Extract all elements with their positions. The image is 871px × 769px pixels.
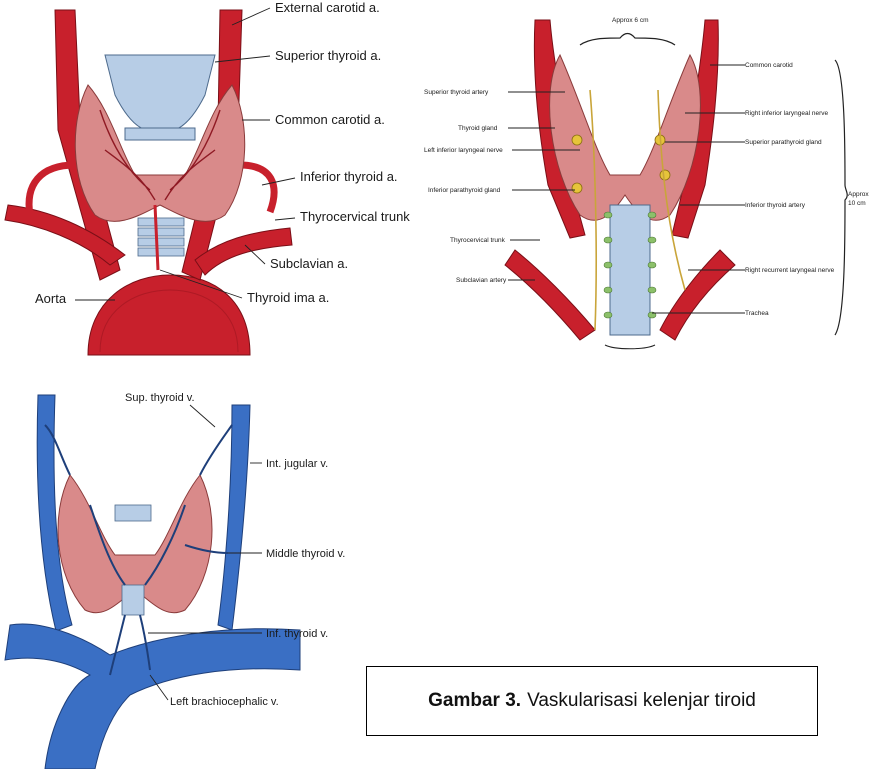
label-trachea: Trachea: [745, 310, 769, 317]
label-thyroid-gland: Thyroid gland: [458, 125, 498, 132]
label-middle-thyroid-v: Middle thyroid v.: [266, 548, 345, 560]
arterial-supply-illustration: External carotid a. Superior thyroid a. …: [0, 0, 420, 365]
label-subclavian-artery: Subclavian artery: [456, 277, 507, 284]
label-approx: Approx: [848, 191, 869, 198]
label-subclavian: Subclavian a.: [270, 256, 348, 271]
label-sup-thyroid-v: Sup. thyroid v.: [125, 392, 195, 404]
label-inferior-thyroid-artery: Inferior thyroid artery: [745, 202, 806, 209]
label-thyrocervical-trunk-posterior: Thyrocervical trunk: [450, 237, 506, 244]
thyroid-cartilage-shape: [105, 55, 215, 131]
label-thyrocervical-trunk: Thyrocervical trunk: [300, 209, 410, 224]
label-inferior-thyroid: Inferior thyroid a.: [300, 169, 398, 184]
label-superior-thyroid-artery: Superior thyroid artery: [424, 89, 489, 96]
figure-caption: Gambar 3. Vaskularisasi kelenjar tiroid: [366, 666, 818, 736]
venous-drainage-diagram: Sup. thyroid v. Int. jugular v. Middle t…: [0, 385, 420, 769]
arterial-supply-diagram: External carotid a. Superior thyroid a. …: [0, 0, 420, 365]
label-approx-6cm: Approx 6 cm: [612, 17, 649, 24]
caption-figure-number: Gambar 3.: [428, 690, 521, 712]
venous-drainage-illustration: Sup. thyroid v. Int. jugular v. Middle t…: [0, 385, 420, 769]
label-common-carotid: Common carotid a.: [275, 112, 385, 127]
label-thyroid-ima: Thyroid ima a.: [247, 290, 329, 305]
label-inferior-parathyroid: Inferior parathyroid gland: [428, 187, 501, 194]
label-external-carotid: External carotid a.: [275, 0, 380, 15]
label-superior-parathyroid: Superior parathyroid gland: [745, 139, 822, 146]
label-right-inferior-laryngeal: Right inferior laryngeal nerve: [745, 110, 828, 117]
label-right-recurrent-laryngeal: Right recurrent laryngeal nerve: [745, 267, 835, 274]
label-left-brachiocephalic-v: Left brachiocephalic v.: [170, 696, 279, 708]
posterior-view-illustration: Approx 6 cm Common carotid Superior thyr…: [420, 0, 871, 360]
caption-text: Vaskularisasi kelenjar tiroid: [527, 690, 756, 712]
posterior-view-diagram: Approx 6 cm Common carotid Superior thyr…: [420, 0, 871, 360]
label-approx-10cm: 10 cm: [848, 200, 866, 207]
label-common-carotid-posterior: Common carotid: [745, 62, 793, 69]
label-int-jugular-v: Int. jugular v.: [266, 458, 328, 470]
label-left-inferior-laryngeal: Left inferior laryngeal nerve: [424, 147, 503, 154]
label-aorta: Aorta: [35, 291, 67, 306]
label-superior-thyroid: Superior thyroid a.: [275, 48, 381, 63]
label-inf-thyroid-v: Inf. thyroid v.: [266, 628, 328, 640]
